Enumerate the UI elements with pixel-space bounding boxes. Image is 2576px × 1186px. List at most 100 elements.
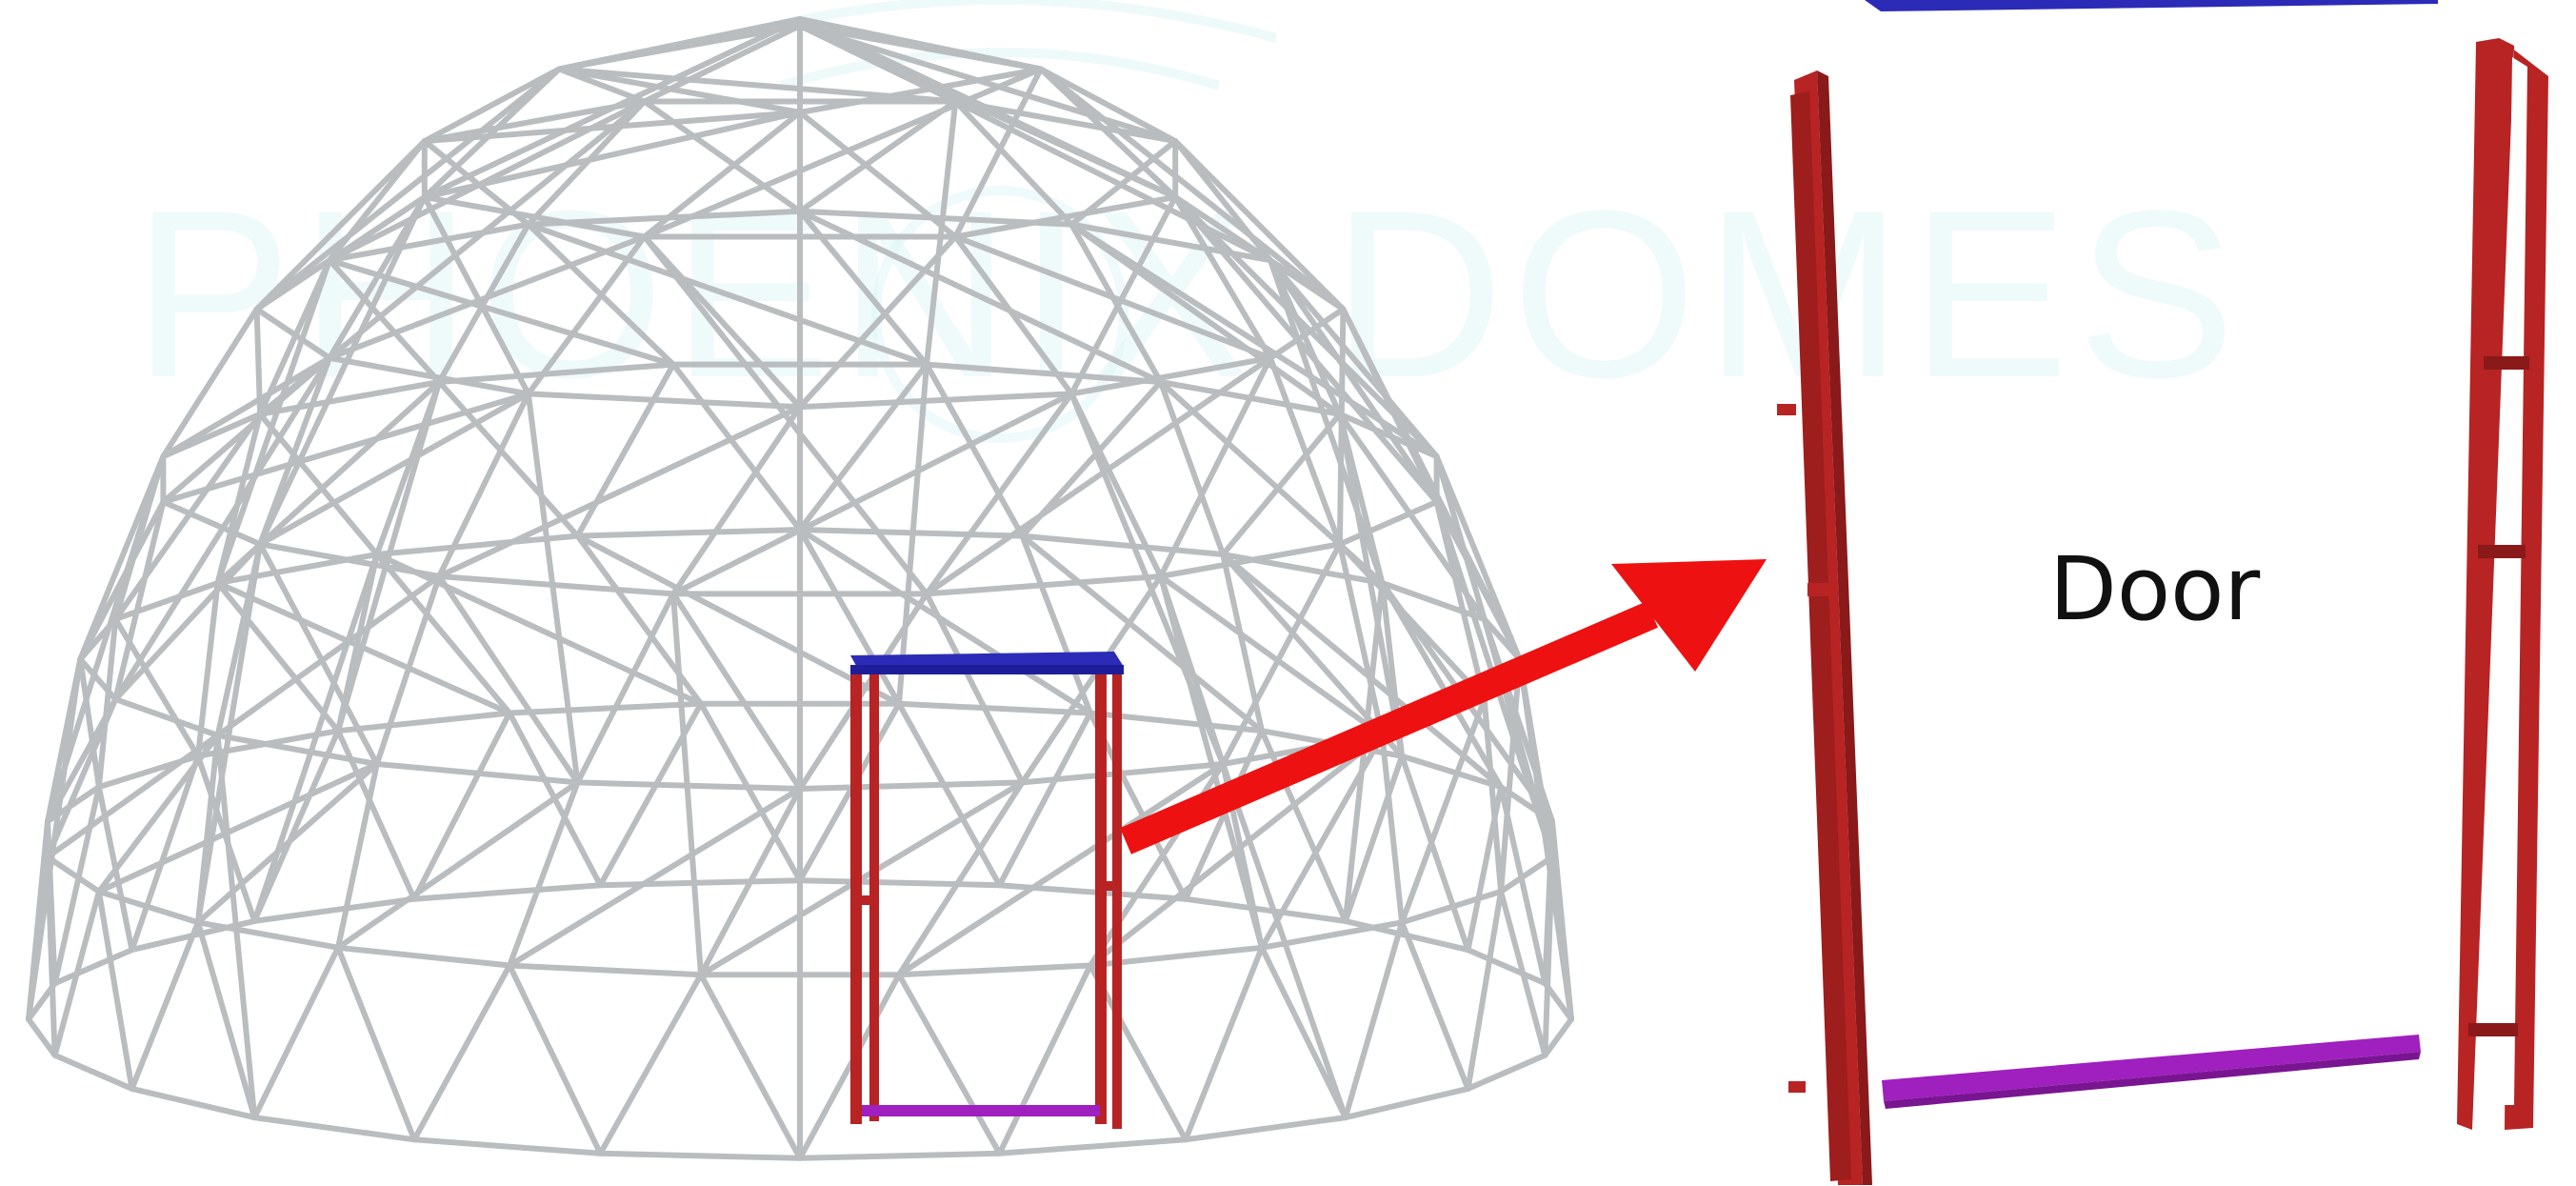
dome-strut bbox=[525, 391, 581, 786]
dome-strut bbox=[335, 944, 513, 969]
door-detail-left-post bbox=[1777, 70, 1872, 1185]
dome-strut bbox=[797, 361, 929, 533]
dome-strut bbox=[373, 573, 443, 767]
dome-strut bbox=[525, 391, 803, 411]
dome-strut bbox=[1157, 541, 1343, 579]
dome-strut bbox=[1498, 656, 1523, 895]
dome-strut bbox=[1172, 193, 1440, 505]
left-post-brace bbox=[1807, 583, 1836, 596]
dome-door-left-brace bbox=[850, 895, 879, 905]
geodesic-dome-frame bbox=[26, 16, 1574, 1161]
dome-strut bbox=[214, 257, 332, 586]
dome-strut bbox=[112, 498, 167, 702]
door-detail-header bbox=[1865, 0, 2438, 11]
dome-strut bbox=[797, 98, 959, 214]
dome-strut bbox=[436, 573, 581, 786]
dome-strut bbox=[335, 761, 380, 951]
dome-strut bbox=[556, 16, 803, 72]
dome-door-header-front bbox=[850, 665, 1124, 674]
dome-strut bbox=[797, 233, 959, 411]
dome-strut bbox=[251, 728, 341, 924]
dome-strut bbox=[257, 98, 648, 417]
dome-strut bbox=[1336, 498, 1440, 548]
dome-strut bbox=[1465, 1052, 1548, 1092]
dome-strut bbox=[214, 733, 258, 1121]
dome-strut bbox=[641, 110, 803, 240]
dome-strut bbox=[436, 573, 676, 597]
dome-strut bbox=[421, 110, 803, 200]
right-arrow-icon bbox=[1120, 559, 1767, 854]
dome-strut bbox=[1068, 221, 1273, 264]
dome-strut bbox=[1037, 66, 1347, 312]
dome-strut bbox=[1336, 411, 1406, 759]
dome-strut bbox=[1342, 753, 1406, 924]
dome-strut bbox=[1340, 306, 1523, 662]
dome-strut bbox=[1336, 541, 1386, 738]
dome-strut bbox=[129, 1085, 258, 1121]
dome-strut bbox=[507, 962, 604, 1156]
dome-strut bbox=[214, 580, 341, 734]
dome-strut bbox=[1433, 453, 1523, 662]
dome-strut bbox=[77, 453, 167, 662]
left-post-tab-bottom bbox=[1788, 1081, 1806, 1093]
dome-strut bbox=[327, 257, 443, 385]
dome-strut bbox=[1019, 573, 1164, 786]
dome-strut bbox=[129, 919, 201, 1092]
dome-strut bbox=[525, 233, 648, 397]
dome-strut bbox=[251, 944, 341, 1121]
sill-side bbox=[1884, 1052, 2421, 1109]
dome-strut bbox=[251, 1115, 417, 1143]
dome-strut bbox=[26, 656, 84, 1022]
dome-strut bbox=[45, 854, 102, 895]
dome-strut bbox=[797, 16, 959, 105]
dome-strut bbox=[670, 361, 803, 533]
dome-strut bbox=[1220, 541, 1343, 767]
dome-strut bbox=[924, 391, 1075, 597]
dome-strut bbox=[797, 972, 902, 1161]
dome-strut bbox=[1268, 257, 1440, 460]
dome-strut bbox=[797, 700, 902, 884]
dome-strut bbox=[253, 66, 563, 312]
dome-strut bbox=[411, 1136, 604, 1156]
dome-strut bbox=[574, 527, 803, 539]
dome-strut bbox=[1399, 753, 1505, 791]
dome-strut bbox=[1068, 354, 1273, 397]
dome-strut bbox=[1157, 379, 1227, 557]
dome-strut bbox=[257, 391, 531, 548]
dome-strut bbox=[1379, 580, 1488, 622]
dome-strut bbox=[1019, 533, 1227, 557]
dome-strut bbox=[797, 391, 1075, 411]
dome-strut bbox=[257, 379, 443, 417]
dome-strut bbox=[1068, 193, 1179, 397]
dome-strut bbox=[597, 972, 704, 1156]
dome-strut bbox=[160, 391, 531, 505]
dome-strut bbox=[251, 895, 417, 924]
dome-strut bbox=[1399, 919, 1471, 1092]
dome-strut bbox=[896, 700, 1093, 716]
dome-strut bbox=[194, 919, 341, 951]
dome-strut bbox=[160, 354, 332, 460]
dome-strut bbox=[1268, 257, 1386, 586]
dome-strut bbox=[1220, 552, 1505, 791]
dome-strut bbox=[641, 23, 803, 105]
dome-strut bbox=[436, 391, 531, 579]
dome-strut bbox=[1259, 944, 1348, 1121]
dome-strut bbox=[1498, 888, 1548, 1058]
dome-strut bbox=[214, 573, 443, 738]
dome-strut bbox=[924, 354, 1273, 597]
dome-strut bbox=[335, 728, 417, 902]
dome-strut bbox=[26, 1016, 58, 1058]
sill-top bbox=[1882, 1035, 2421, 1101]
left-post-tab-top bbox=[1777, 404, 1796, 415]
dome-strut bbox=[1183, 895, 1348, 924]
dome-strut bbox=[335, 779, 581, 951]
dome-strut bbox=[1465, 888, 1505, 1092]
dome-strut bbox=[896, 972, 1003, 1156]
dome-strut bbox=[996, 710, 1093, 889]
dome-strut bbox=[251, 552, 380, 924]
dome-strut bbox=[411, 710, 513, 902]
right-post-outer bbox=[2457, 38, 2514, 1130]
dome-strut bbox=[641, 233, 929, 597]
dome-strut bbox=[95, 888, 135, 1092]
